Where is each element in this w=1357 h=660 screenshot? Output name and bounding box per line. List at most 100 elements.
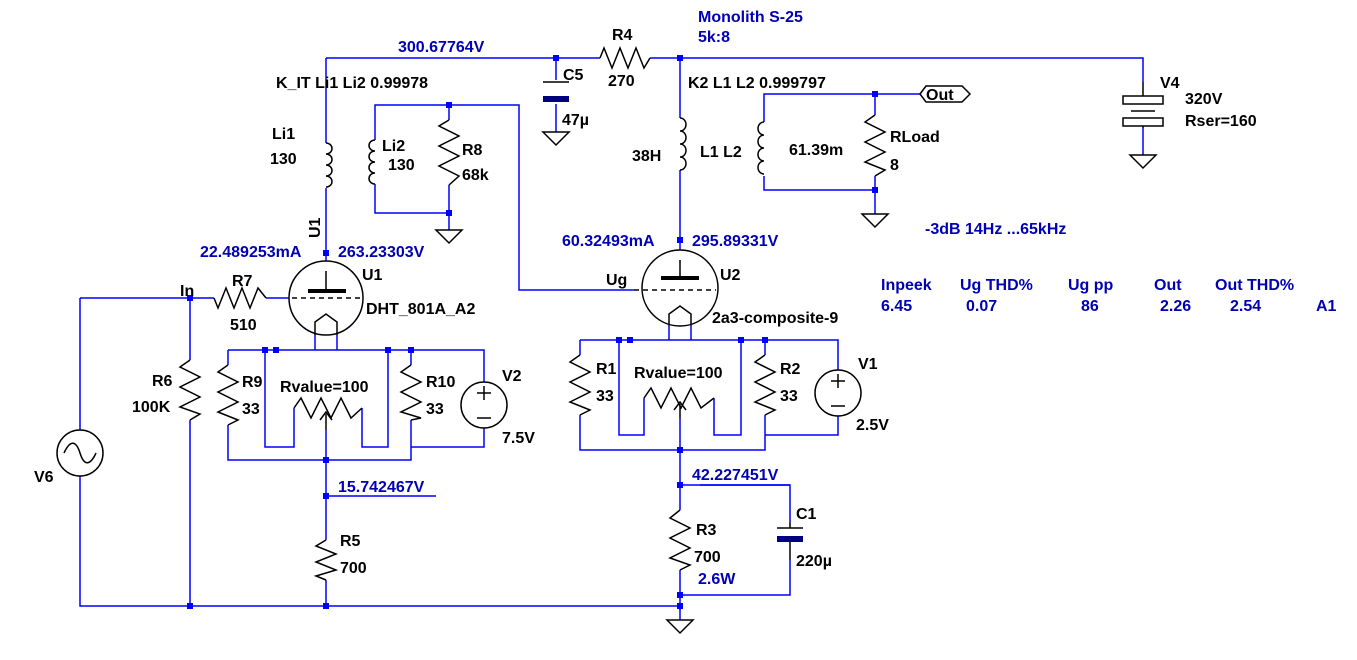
r5-name: R5 [340, 533, 361, 550]
table-header-out-thd: Out THD% [1215, 277, 1294, 294]
u2-plate-voltage: 295.89331V [692, 233, 779, 250]
c5-name: C5 [563, 67, 584, 84]
r3-resistor[interactable] [668, 509, 692, 571]
c1-capacitor[interactable] [777, 522, 803, 560]
u2-cathode-voltage: 42.227451V [692, 467, 779, 484]
v1-dc-source[interactable] [814, 369, 862, 417]
r5-resistor[interactable] [313, 539, 339, 581]
u1-model: DHT_801A_A2 [366, 301, 475, 318]
v2-dc-source[interactable] [460, 381, 508, 429]
k2-directive: K2 L1 L2 0.999797 [688, 75, 826, 92]
r3-name: R3 [696, 522, 717, 539]
u1-ref-rotated: U1 [307, 217, 324, 238]
table-value-out: 2.26 [1160, 298, 1191, 315]
u1-triode[interactable] [288, 260, 364, 350]
v4-rser: Rser=160 [1185, 113, 1257, 130]
r1-value: 33 [596, 388, 614, 405]
u1-name: U1 [362, 267, 383, 284]
table-header-out: Out [1154, 277, 1182, 294]
li1-name: Li1 [272, 126, 295, 143]
measurement-table: Inpeek Ug THD% Ug pp Out Out THD% 6.45 0… [881, 277, 1337, 315]
r6-name: R6 [152, 373, 173, 390]
r10-name: R10 [426, 374, 455, 391]
r2-value: 33 [780, 388, 798, 405]
r7-value: 510 [230, 317, 257, 334]
li2-name: Li2 [382, 138, 405, 155]
r4-resistor[interactable] [599, 45, 651, 71]
u1-cathode-voltage: 15.742467V [338, 479, 425, 496]
r9-value: 33 [242, 401, 260, 418]
u2-model: 2a3-composite-9 [712, 310, 838, 327]
r6-value: 100K [132, 399, 171, 416]
r1-name: R1 [596, 361, 617, 378]
table-cell-ref: A1 [1316, 298, 1337, 315]
rpot1-value: Rvalue=100 [280, 379, 369, 396]
b-plus-voltage: 300.67764V [398, 39, 485, 56]
rpot2-value: Rvalue=100 [634, 365, 723, 382]
table-header-ug-pp: Ug pp [1068, 277, 1114, 294]
wires [79, 57, 1144, 610]
l2-value: 61.39m [789, 142, 843, 159]
rload-value: 8 [890, 157, 899, 174]
k-it-directive: K_IT Li1 Li2 0.99978 [276, 75, 428, 92]
r2-resistor[interactable] [753, 354, 777, 416]
table-value-inpeek: 6.45 [881, 298, 912, 315]
l1-l2-names: L1 L2 [700, 144, 742, 161]
u1-current: 22.489253mA [200, 244, 302, 261]
r7-name: R7 [232, 273, 253, 290]
l1-value: 38H [632, 148, 661, 165]
r7-resistor[interactable] [213, 285, 267, 311]
v1-name: V1 [858, 356, 878, 373]
table-value-out-thd: 2.54 [1230, 298, 1261, 315]
li1-inductor[interactable] [325, 142, 333, 188]
c5-value: 47µ [562, 112, 589, 129]
schematic-subtitle: 5k:8 [698, 29, 730, 46]
c1-value: 220µ [796, 553, 832, 570]
r9-resistor[interactable] [216, 364, 240, 426]
li2-value: 130 [388, 157, 415, 174]
out-port-label: Out [926, 87, 954, 104]
r10-value: 33 [426, 401, 444, 418]
r9-name: R9 [242, 374, 263, 391]
r10-resistor[interactable] [398, 364, 423, 421]
bandwidth-label: -3dB 14Hz ...65kHz [925, 221, 1066, 238]
v4-name: V4 [1160, 75, 1180, 92]
r8-value: 68k [462, 167, 489, 184]
l1-inductor[interactable] [679, 117, 687, 171]
rpot2-potentiometer[interactable] [643, 386, 715, 418]
rpot1-potentiometer[interactable] [293, 396, 363, 430]
u2-name: U2 [720, 267, 741, 284]
c5-capacitor[interactable] [543, 81, 569, 102]
r3-value: 700 [694, 549, 721, 566]
v1-value: 2.5V [856, 417, 889, 434]
r1-resistor[interactable] [568, 354, 592, 416]
out-port[interactable] [919, 85, 972, 103]
r5-value: 700 [340, 560, 367, 577]
rload-name: RLoad [890, 129, 940, 146]
r4-value: 270 [608, 73, 635, 90]
c1-name: C1 [796, 506, 817, 523]
r3-power: 2.6W [698, 571, 736, 588]
rload-resistor[interactable] [863, 114, 887, 177]
r2-name: R2 [780, 361, 801, 378]
l2-inductor[interactable] [757, 121, 765, 175]
r6-resistor[interactable] [178, 359, 202, 421]
r4-name: R4 [612, 27, 633, 44]
r8-resistor[interactable] [437, 119, 461, 186]
r8-name: R8 [462, 142, 483, 159]
u1-plate-voltage: 263.23303V [338, 244, 425, 261]
table-value-ug-thd: 0.07 [966, 298, 997, 315]
v4-battery[interactable] [1122, 82, 1164, 128]
ground-symbols [434, 131, 1158, 635]
v6-name: V6 [34, 469, 54, 486]
u2-triode[interactable] [634, 249, 719, 340]
v4-value: 320V [1185, 91, 1223, 108]
v2-name: V2 [502, 368, 522, 385]
li1-value: 130 [270, 151, 297, 168]
table-header-ug-thd: Ug THD% [960, 277, 1033, 294]
table-value-ug-pp: 86 [1081, 298, 1099, 315]
li2-inductor[interactable] [368, 130, 376, 188]
table-header-inpeek: Inpeek [881, 277, 932, 294]
v6-ac-source[interactable] [56, 429, 104, 477]
